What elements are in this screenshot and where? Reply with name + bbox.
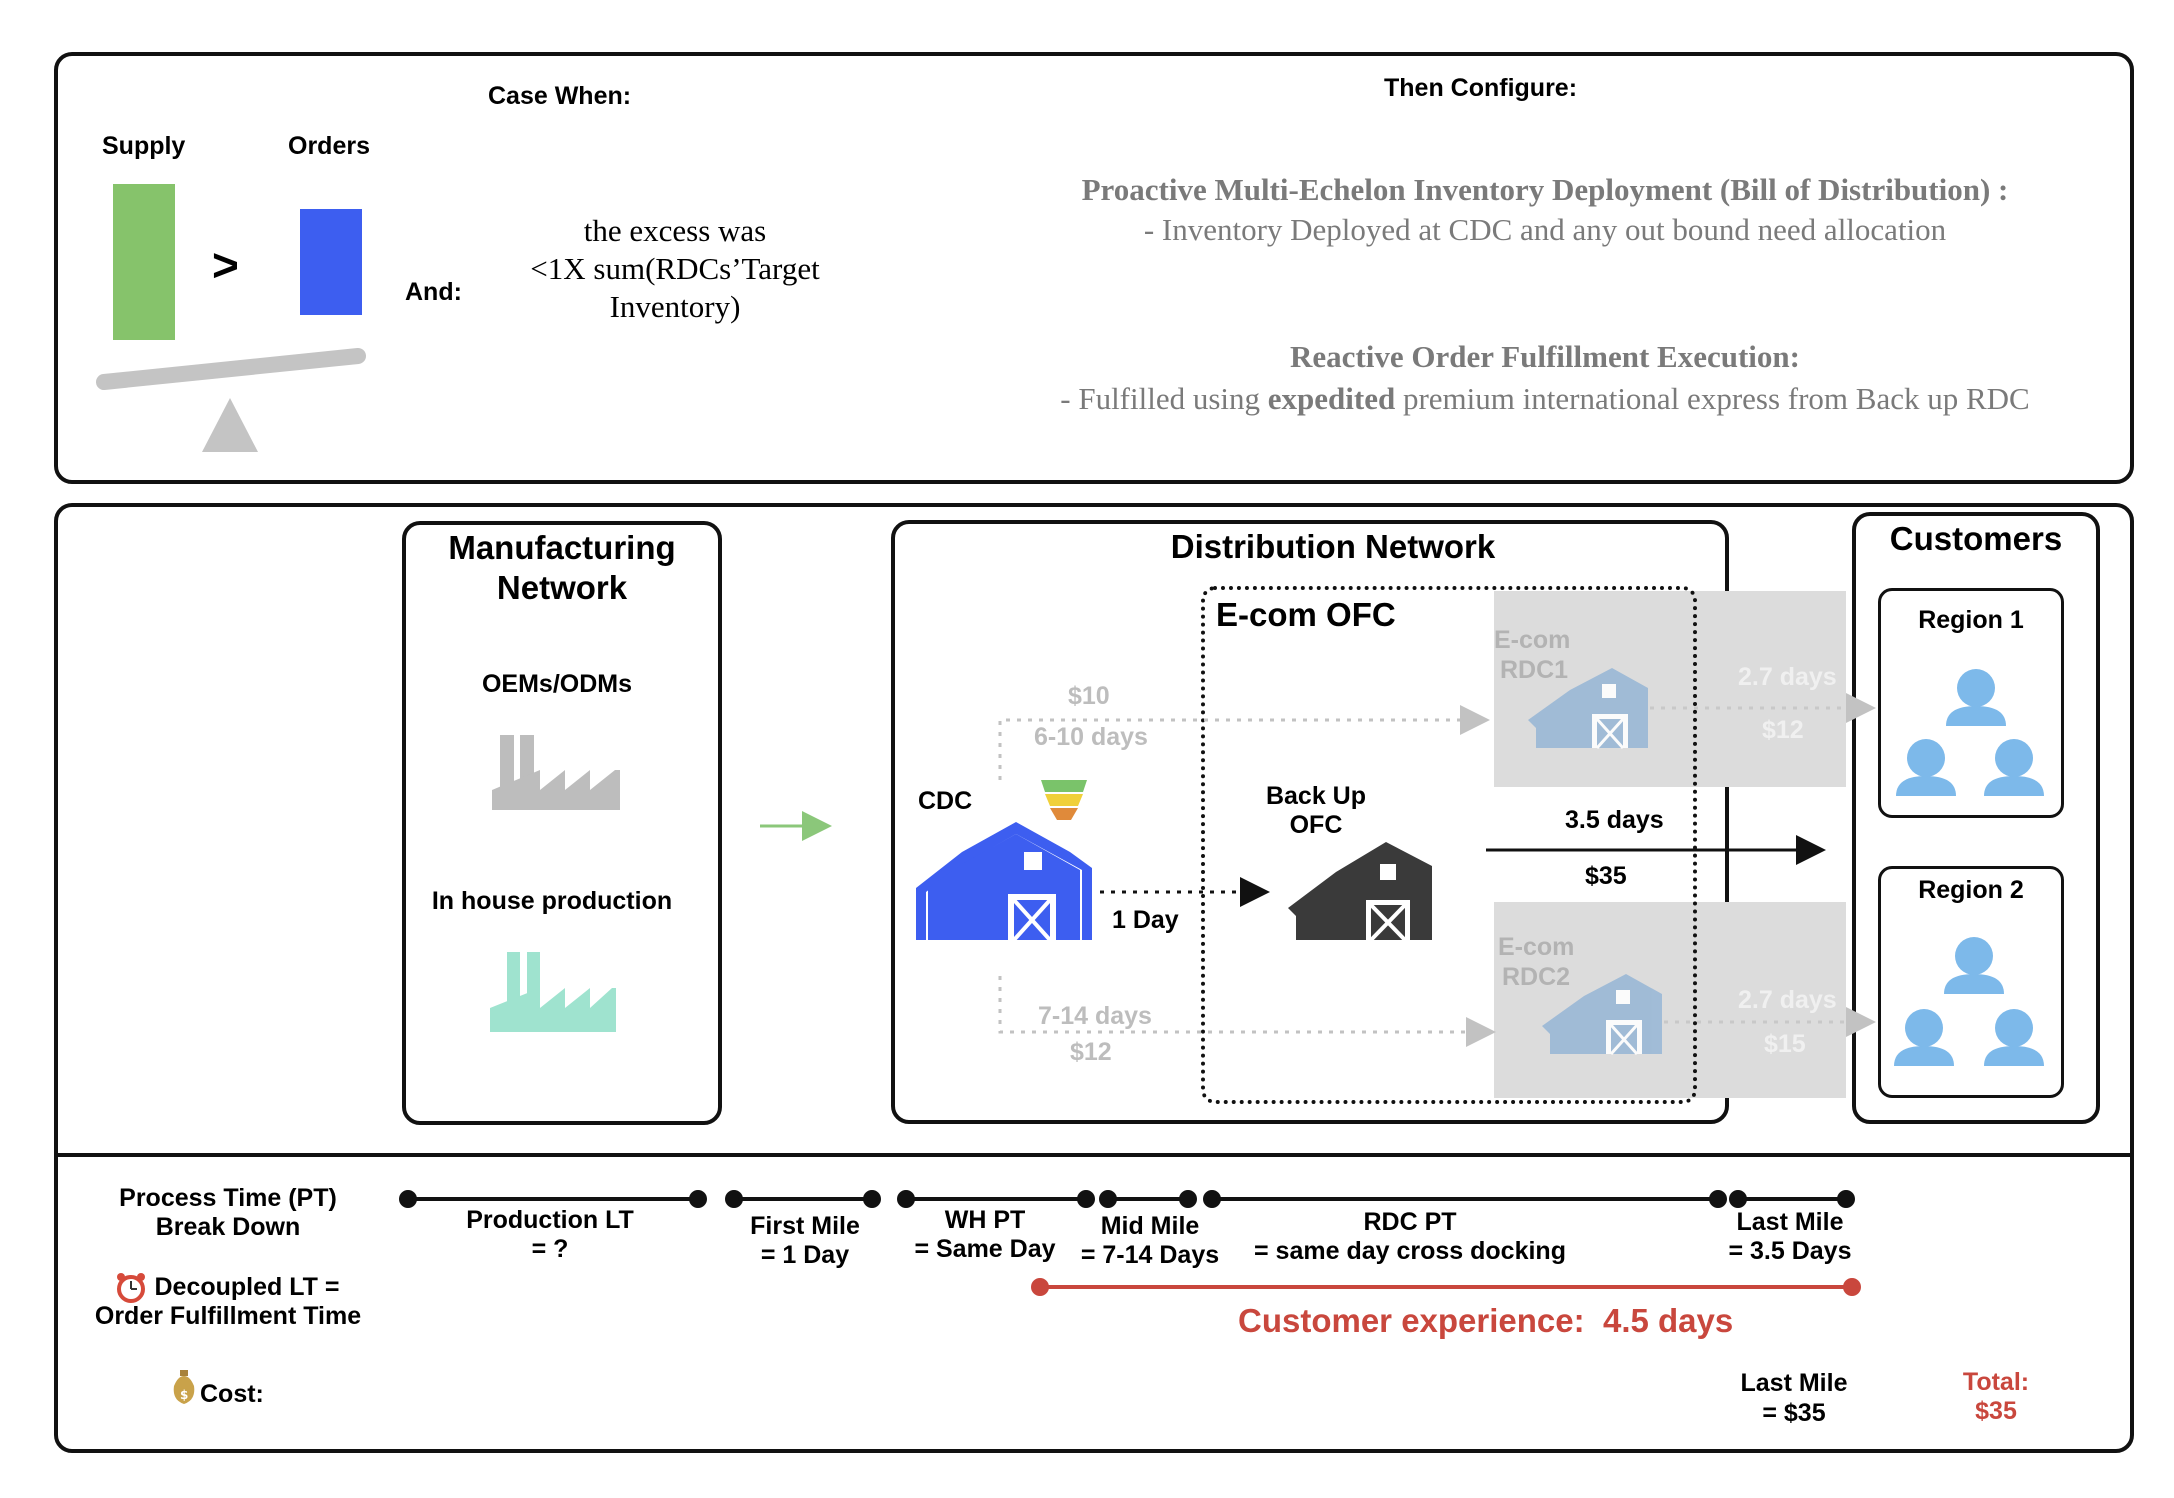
rdc2-cost-label: $12 [1070,1038,1112,1066]
cost-last-mile-line-1: Last Mile [1740,1369,1848,1397]
rdc2-label: E-com RDC2 [1498,932,1574,992]
process-time-line-2: Break Down [155,1213,301,1241]
rdc1-time-label: 6-10 days [1034,723,1148,751]
backup-time-label: 3.5 days [1565,806,1664,834]
rdc-pt-label: RDC PT = same day cross docking [1240,1208,1580,1266]
reactive-prefix: - Fulfilled using [1060,381,1268,416]
case-panel [54,52,2134,484]
mid-mile-label: Mid Mile = 7-14 Days [1070,1212,1230,1270]
process-time-label: Process Time (PT) Break Down [88,1184,368,1242]
orders-bar [300,209,362,315]
last-mile-line-1: Last Mile [1736,1208,1844,1236]
total-cost-line-1: Total: [1962,1368,2030,1396]
wh-pt-line-2: = Same Day [914,1235,1056,1263]
case-when-label: Case When: [488,82,632,110]
rdc2-time-label: 7-14 days [1038,1002,1152,1030]
and-label: And: [405,278,462,306]
reactive-suffix: premium international express from Back … [1395,381,2030,416]
region-2-box[interactable] [1878,866,2064,1098]
last-mile-label: Last Mile = 3.5 Days [1710,1208,1870,1266]
rdc2-label-line-2: RDC2 [1502,963,1571,991]
orders-label: Orders [288,132,370,160]
condition-line-3: Inventory) [609,289,741,324]
reactive-detail: - Fulfilled using expedited premium inte… [960,378,2130,420]
supply-label: Supply [102,132,186,160]
first-mile-line-2: = 1 Day [760,1241,850,1269]
rdc1-label: E-com RDC1 [1494,625,1570,685]
cost-last-mile-line-2: = $35 [1762,1399,1826,1427]
ecom-ofc-title: E-com OFC [1216,596,1396,633]
decoupled-lt-label: Decoupled LT = Order Fulfillment Time [78,1273,378,1331]
reactive-block: Reactive Order Fulfillment Execution: - … [960,336,2130,420]
distribution-title: Distribution Network [1170,528,1496,565]
reactive-title: Reactive Order Fulfillment Execution: [1290,339,1800,374]
last-mile-line-2: = 3.5 Days [1728,1237,1852,1265]
first-mile-label: First Mile = 1 Day [730,1212,880,1270]
proactive-detail: - Inventory Deployed at CDC and any out … [1143,212,1947,247]
process-time-line-1: Process Time (PT) [119,1184,337,1212]
cdc-label: CDC [918,787,973,815]
customer-experience-label: Customer experience: 4.5 days [1238,1302,1734,1339]
rdc1-last-cost-label: $12 [1762,716,1804,744]
backup-ofc-line-1: Back Up [1265,782,1367,810]
total-cost-line-2: $35 [1975,1397,2017,1425]
manufacturing-title-line-2: Network [496,569,628,606]
rdc2-last-cost-label: $15 [1764,1030,1806,1058]
mid-mile-line-1: Mid Mile [1100,1212,1200,1240]
supply-bar [113,184,175,340]
region-2-label: Region 2 [1918,876,2024,904]
rdc2-label-line-1: E-com [1498,933,1575,961]
first-mile-line-1: First Mile [750,1212,860,1240]
wh-pt-label: WH PT = Same Day [900,1206,1070,1264]
condition-line-2: <1X sum(RDCs’Target [530,251,820,286]
reactive-bold: expedited [1267,381,1396,416]
manufacturing-title: Manufacturing Network [402,528,722,608]
mid-mile-line-2: = 7-14 Days [1080,1241,1220,1269]
then-configure-label: Then Configure: [1384,74,1578,102]
condition-text: the excess was <1X sum(RDCs’Target Inven… [500,212,850,326]
backup-ofc-line-2: OFC [1289,811,1343,839]
rdc1-last-time-label: 2.7 days [1738,663,1837,691]
ecom-ofc-box [1201,586,1697,1104]
cost-label: Cost: [200,1380,264,1408]
region-1-box[interactable] [1878,588,2064,818]
decoupled-lt-line-1: Decoupled LT = [154,1273,340,1301]
decoupled-lt-line-2: Order Fulfillment Time [94,1302,362,1330]
oem-label: OEMs/ODMs [481,670,633,698]
production-lt-label: Production LT = ? [430,1206,670,1264]
backup-ofc-label: Back Up OFC [1246,782,1386,840]
distribution-network-box [891,520,1729,1124]
production-lt-line-2: = ? [531,1235,569,1263]
rdc2-last-time-label: 2.7 days [1738,986,1837,1014]
manufacturing-title-line-1: Manufacturing [448,529,676,566]
rdc1-cost-label: $10 [1068,682,1110,710]
rdc-pt-line-2: = same day cross docking [1254,1237,1566,1265]
rdc1-label-line-1: E-com [1494,626,1571,654]
panel-divider [54,1153,2134,1157]
production-lt-line-1: Production LT [466,1206,634,1234]
customers-box [1852,512,2100,1124]
manufacturing-network-box [402,521,722,1125]
cost-last-mile-label: Last Mile = $35 [1714,1368,1874,1428]
condition-line-1: the excess was [583,213,767,248]
wh-pt-line-1: WH PT [944,1206,1026,1234]
backup-cost-label: $35 [1585,862,1627,890]
customers-title: Customers [1889,520,2063,557]
greater-than-symbol: > [212,239,239,291]
proactive-title: Proactive Multi-Echelon Inventory Deploy… [1081,172,2009,207]
rdc1-label-line-2: RDC1 [1500,656,1569,684]
rdc-pt-line-1: RDC PT [1363,1208,1457,1236]
total-cost-label: Total: $35 [1936,1368,2056,1426]
region-1-label: Region 1 [1918,606,2024,634]
proactive-block: Proactive Multi-Echelon Inventory Deploy… [960,170,2130,250]
inhouse-label: In house production [431,887,673,915]
cdc-to-backup-label: 1 Day [1112,906,1179,934]
network-panel [54,503,2134,1453]
